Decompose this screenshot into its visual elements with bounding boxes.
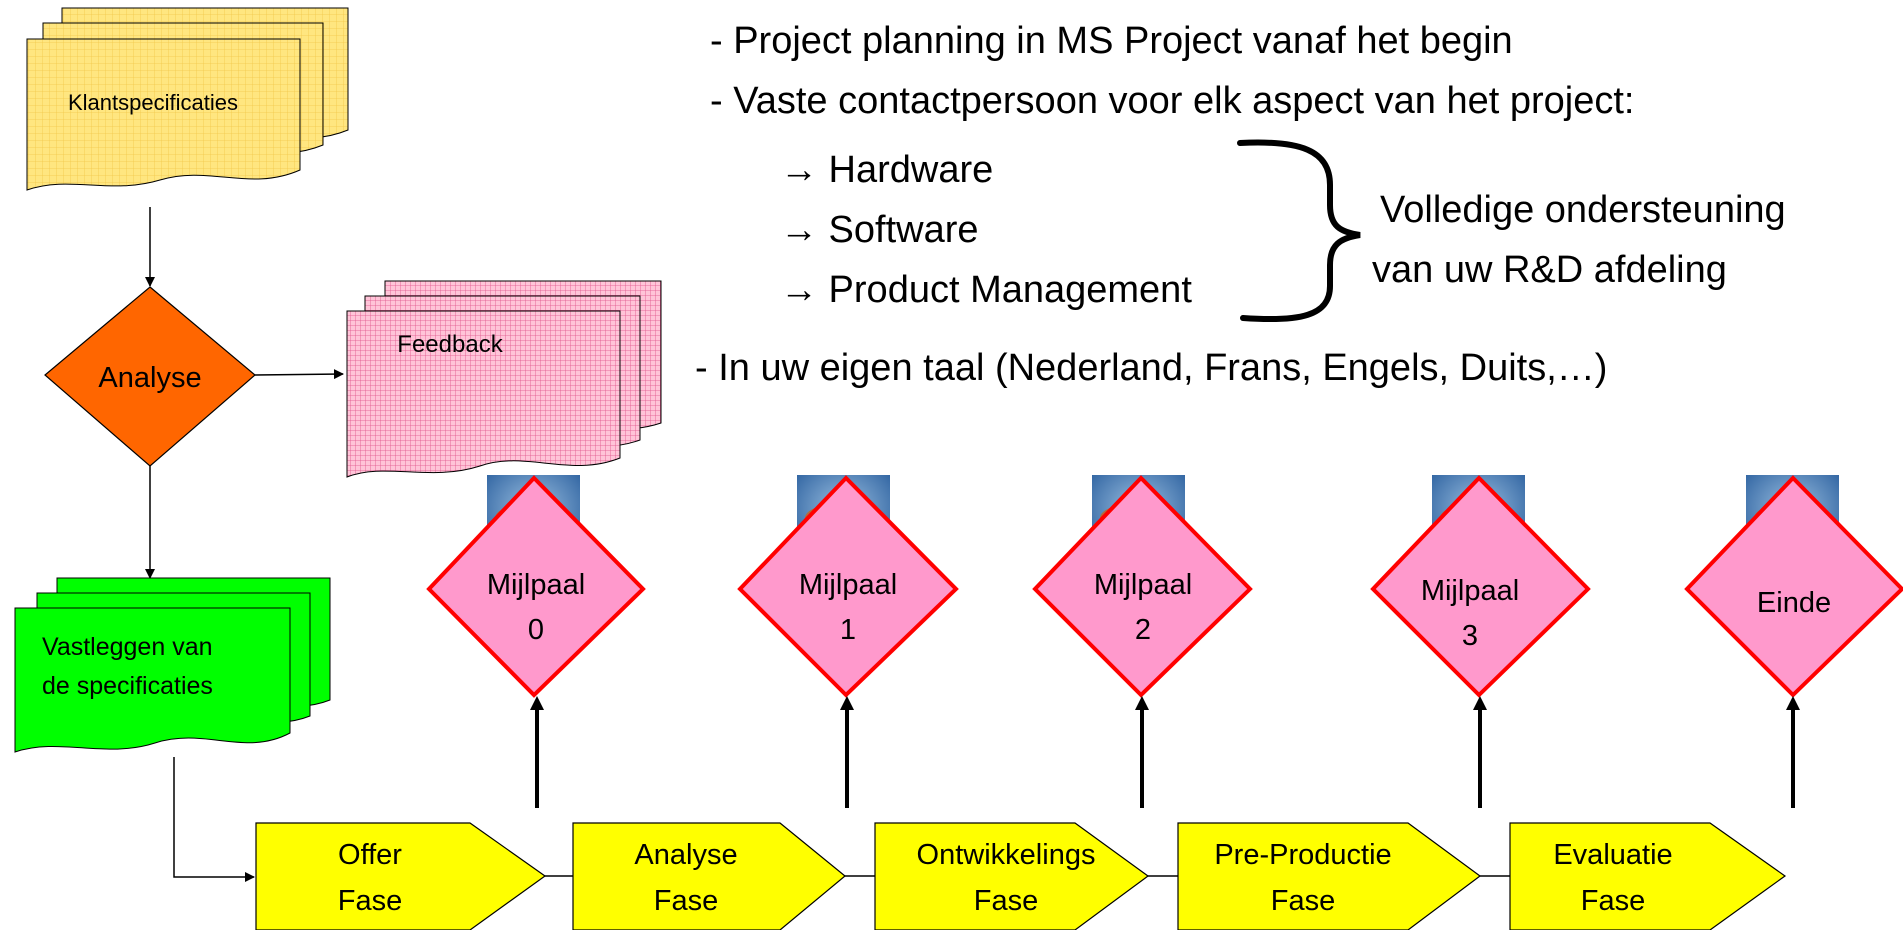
- notes-block: - Project planning in MS Project vanaf h…: [695, 20, 1786, 389]
- connector-analyse-to-feedback: [254, 369, 344, 380]
- milestone-2: Mijlpaal 2: [1032, 475, 1253, 698]
- vastleggen-label-line2: de specificaties: [42, 672, 213, 700]
- curly-brace: [1237, 139, 1361, 323]
- phase-offer-line1: Offer: [338, 839, 402, 871]
- milestones: Mijlpaal 0 Mijlpaal 1 Mijlpaal: [426, 475, 1903, 698]
- brace-note-line1: Volledige ondersteuning: [1380, 189, 1786, 231]
- feedback-document: Feedback: [346, 280, 662, 478]
- note-contactpersoon: - Vaste contactpersoon voor elk aspect v…: [710, 80, 1634, 122]
- phase-pre-productie-line1: Pre-Productie: [1214, 839, 1391, 871]
- note-project-planning: - Project planning in MS Project vanaf h…: [710, 20, 1513, 62]
- note-hardware: → Hardware: [780, 149, 993, 191]
- phase-offer: Offer Fase: [255, 822, 547, 930]
- milestone-2-label-line1: Mijlpaal: [1094, 569, 1192, 601]
- milestone-1-label-line2: 1: [840, 614, 856, 646]
- phases: Offer Fase Analyse Fase Ontwikkelings Fa…: [255, 822, 1787, 930]
- milestone-0-label-line2: 0: [528, 614, 544, 646]
- milestone-3: Mijlpaal 3: [1370, 475, 1591, 698]
- note-eigen-taal: - In uw eigen taal (Nederland, Frans, En…: [695, 347, 1607, 389]
- phase-analyse-line2: Fase: [654, 885, 718, 917]
- analyse-decision: Analyse: [44, 286, 256, 467]
- phase-ontwikkelings: Ontwikkelings Fase: [874, 822, 1150, 930]
- connector-vastleggen-to-phases: [173, 757, 255, 882]
- milestone-2-label-line2: 2: [1135, 614, 1151, 646]
- brace-note-line2: van uw R&D afdeling: [1372, 249, 1727, 291]
- phase-pre-productie-line2: Fase: [1271, 885, 1335, 917]
- note-product-management: → Product Management: [780, 269, 1192, 311]
- milestone-1: Mijlpaal 1: [737, 475, 959, 698]
- vastleggen-document: Vastleggen van de specificaties: [14, 577, 331, 753]
- phase-ontwikkelings-line2: Fase: [974, 885, 1038, 917]
- milestone-3-label-line1: Mijlpaal: [1421, 575, 1519, 607]
- milestone-arrows: [530, 696, 1800, 808]
- phase-pre-productie: Pre-Productie Fase: [1177, 822, 1482, 930]
- phase-evaluatie-line2: Fase: [1581, 885, 1645, 917]
- phase-analyse-line1: Analyse: [634, 839, 737, 871]
- feedback-label: Feedback: [397, 331, 503, 358]
- klantspecificaties-label: Klantspecificaties: [68, 90, 238, 115]
- phase-offer-line2: Fase: [338, 885, 402, 917]
- milestone-0-label-line1: Mijlpaal: [487, 569, 585, 601]
- phase-ontwikkelings-line1: Ontwikkelings: [917, 839, 1096, 871]
- note-software: → Software: [780, 209, 979, 251]
- phase-evaluatie-line1: Evaluatie: [1553, 839, 1672, 871]
- klantspecificaties-document: Klantspecificaties: [26, 7, 349, 191]
- milestone-0: Mijlpaal 0: [426, 475, 646, 698]
- milestone-3-label-line2: 3: [1462, 620, 1478, 652]
- milestone-1-label-line1: Mijlpaal: [799, 569, 897, 601]
- analyse-decision-label: Analyse: [98, 362, 201, 394]
- milestone-einde: Einde: [1684, 475, 1903, 698]
- phase-evaluatie: Evaluatie Fase: [1509, 822, 1787, 930]
- milestone-einde-label: Einde: [1757, 587, 1831, 619]
- phase-analyse: Analyse Fase: [572, 822, 846, 930]
- vastleggen-label-line1: Vastleggen van: [42, 633, 213, 661]
